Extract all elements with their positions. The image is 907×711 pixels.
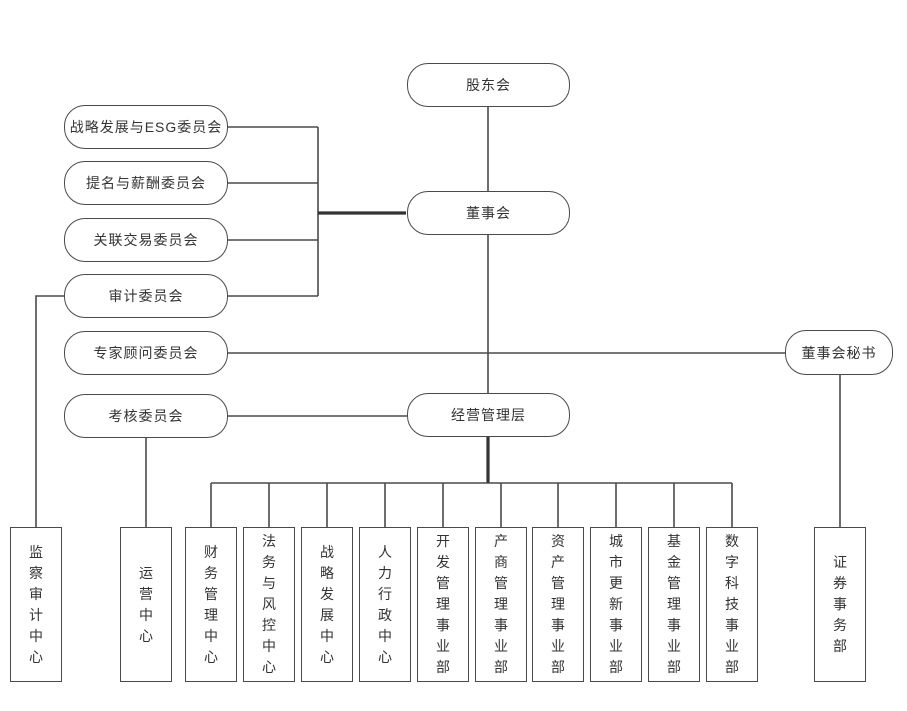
dept-label: 法务与风控中心 <box>262 533 276 675</box>
dept-legal-risk-control-center: 法务与风控中心 <box>243 527 295 682</box>
dept-label: 运营中心 <box>139 564 153 644</box>
dept-fund-management-bu: 基金管理事业部 <box>648 527 700 682</box>
node-nomination-remuneration-committee: 提名与薪酬委员会 <box>64 161 228 205</box>
dept-label: 城市更新事业部 <box>609 533 623 675</box>
node-board-of-directors: 董事会 <box>407 191 570 235</box>
node-board-secretary: 董事会秘书 <box>785 330 893 375</box>
node-expert-advisory-committee: 专家顾问委员会 <box>64 331 228 375</box>
dept-label: 数字科技事业部 <box>725 533 739 675</box>
dept-strategy-development-center: 战略发展中心 <box>301 527 353 682</box>
dept-asset-management-bu: 资产管理事业部 <box>532 527 584 682</box>
dept-securities-affairs: 证券事务部 <box>814 527 866 682</box>
node-strategy-esg-committee: 战略发展与ESG委员会 <box>64 105 228 149</box>
dept-label: 基金管理事业部 <box>667 533 681 675</box>
node-management-layer: 经营管理层 <box>407 393 570 437</box>
dept-label: 人力行政中心 <box>378 543 392 665</box>
dept-operations-center: 运营中心 <box>120 527 172 682</box>
node-shareholders-meeting: 股东会 <box>407 63 570 107</box>
dept-hr-admin-center: 人力行政中心 <box>359 527 411 682</box>
dept-label: 开发管理事业部 <box>436 533 450 675</box>
dept-urban-renewal-bu: 城市更新事业部 <box>590 527 642 682</box>
dept-label: 财务管理中心 <box>204 543 218 665</box>
node-assessment-committee: 考核委员会 <box>64 394 228 438</box>
dept-label: 监察审计中心 <box>29 543 43 665</box>
dept-development-management-bu: 开发管理事业部 <box>417 527 469 682</box>
dept-finance-management-center: 财务管理中心 <box>185 527 237 682</box>
dept-digital-technology-bu: 数字科技事业部 <box>706 527 758 682</box>
dept-label: 产商管理事业部 <box>494 533 508 675</box>
dept-industry-commerce-management-bu: 产商管理事业部 <box>475 527 527 682</box>
node-related-transactions-committee: 关联交易委员会 <box>64 218 228 262</box>
dept-supervision-audit-center: 监察审计中心 <box>10 527 62 682</box>
dept-label: 证券事务部 <box>833 554 847 654</box>
dept-label: 战略发展中心 <box>320 543 334 665</box>
node-audit-committee: 审计委员会 <box>64 274 228 318</box>
dept-label: 资产管理事业部 <box>551 533 565 675</box>
